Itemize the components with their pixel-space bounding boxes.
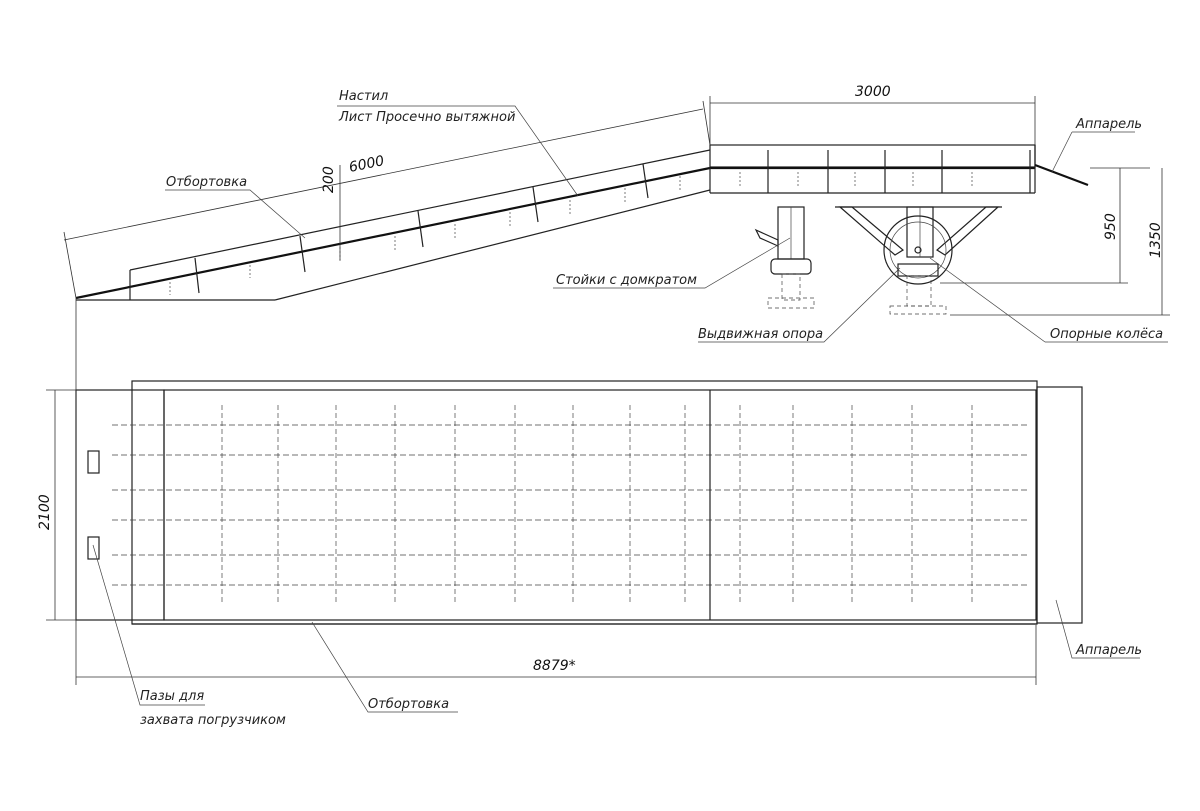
label-otbortovka-bottom: Отбортовка bbox=[368, 697, 449, 712]
label-pazy-2: захвата погрузчиком bbox=[140, 713, 286, 728]
dim-8879-text: 8879* bbox=[533, 658, 576, 674]
label-list: Лист Просечно вытяжной bbox=[338, 110, 515, 125]
dim-6000-text: 6000 bbox=[348, 153, 386, 176]
platform-stiffeners bbox=[739, 172, 973, 186]
dim-3000: 3000 bbox=[709, 84, 1036, 145]
otbortovka-outline bbox=[131, 380, 1038, 625]
deck-mesh bbox=[163, 389, 1037, 621]
dim-950-text: 950 bbox=[1103, 213, 1119, 240]
label-opora: Выдвижная опора bbox=[698, 327, 823, 342]
wheel-bracket bbox=[835, 206, 1002, 258]
dim-6000: 6000 bbox=[63, 100, 711, 299]
label-pazy-1: Пазы для bbox=[140, 689, 204, 704]
fork-slot-2 bbox=[87, 536, 100, 560]
dim-3000-text: 3000 bbox=[855, 84, 891, 100]
deck-crossmembers bbox=[221, 405, 973, 605]
label-apparel-bottom: Аппарель bbox=[1075, 643, 1142, 658]
otbortovka-posts bbox=[194, 163, 649, 294]
dim-950: 950 bbox=[940, 167, 1150, 284]
extendable-support bbox=[889, 263, 947, 315]
dim-2100-text: 2100 bbox=[37, 494, 53, 530]
dim-8879: 8879* bbox=[75, 298, 1037, 685]
side-leaders bbox=[165, 105, 1168, 343]
label-nastil: Настил bbox=[339, 89, 388, 104]
dim-2100: 2100 bbox=[37, 389, 76, 621]
platform-top bbox=[709, 144, 1036, 168]
ramp-underside bbox=[274, 189, 711, 301]
ramp-railing-top bbox=[129, 149, 711, 271]
label-stoyki: Стойки с домкратом bbox=[556, 273, 697, 288]
dim-1350-text: 1350 bbox=[1148, 222, 1164, 258]
plan-leaders bbox=[92, 544, 1140, 713]
dim-1350: 1350 bbox=[950, 168, 1170, 316]
support-wheel bbox=[883, 215, 953, 285]
label-apparel-top: Аппарель bbox=[1075, 117, 1142, 132]
label-otbortovka-top: Отбортовка bbox=[166, 175, 247, 190]
dim-200-text: 200 bbox=[321, 166, 337, 193]
jack-stand bbox=[754, 206, 815, 309]
label-kolesa: Опорные колёса bbox=[1050, 327, 1163, 342]
plan-view: 2100 8879* Пазы для захвата погрузчиком … bbox=[37, 298, 1142, 728]
deck-longitudinals bbox=[112, 424, 1030, 586]
ramp-deck-line bbox=[75, 166, 711, 300]
apparel-plate bbox=[1036, 386, 1083, 624]
fork-section bbox=[75, 389, 165, 621]
fork-slot-1 bbox=[87, 450, 100, 474]
apparel-lip bbox=[1034, 163, 1089, 187]
side-view: 6000 200 3000 950 1350 bbox=[63, 84, 1170, 343]
platform-posts bbox=[767, 150, 1031, 193]
dim-200: 200 bbox=[321, 165, 341, 260]
